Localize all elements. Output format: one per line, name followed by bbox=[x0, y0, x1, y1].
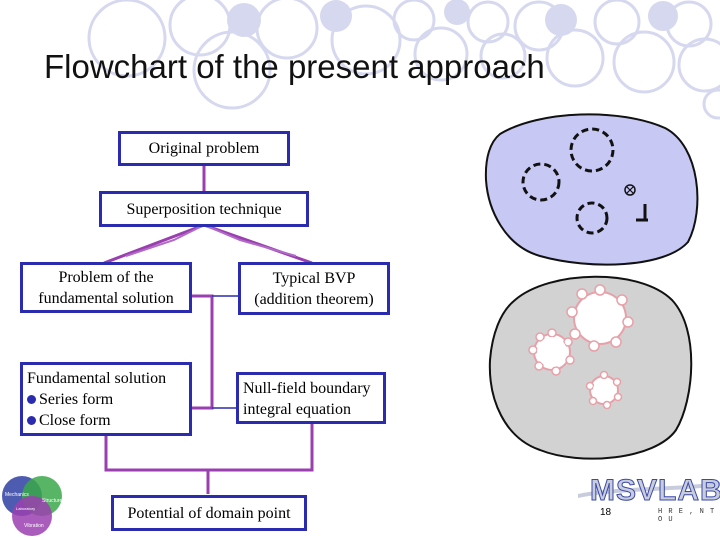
page-number: 18 bbox=[600, 507, 612, 518]
hole-left bbox=[521, 162, 561, 202]
hole-small bbox=[575, 201, 609, 235]
hole-large bbox=[569, 127, 615, 173]
gear-hole-small bbox=[585, 370, 623, 410]
original-problem-label: Original problem bbox=[148, 140, 260, 157]
venn-label-structure: Structure bbox=[42, 498, 63, 504]
null-field-box: Null-field boundary integral equation bbox=[236, 372, 386, 424]
domain-bottom-shape bbox=[488, 275, 693, 460]
venn-logo: Mechanics Structure Laboratory Vibration bbox=[2, 476, 63, 536]
fundamental-solution-box: Fundamental solution Series form Close f… bbox=[20, 362, 192, 436]
fundamental-solution-heading: Fundamental solution bbox=[27, 370, 167, 387]
venn-label-laboratory: Laboratory bbox=[16, 506, 35, 511]
domain-top-shape bbox=[484, 113, 699, 266]
fundamental-problem-box: Problem of the fundamental solution bbox=[20, 262, 192, 313]
null-field-line-1: Null-field boundary bbox=[243, 380, 371, 397]
venn-label-mechanics: Mechanics bbox=[5, 492, 29, 498]
slide-title: Flowchart of the present approach bbox=[44, 48, 545, 85]
bullet-icon bbox=[27, 395, 36, 404]
superposition-label: Superposition technique bbox=[126, 200, 282, 218]
fundamental-problem-line-2: fundamental solution bbox=[38, 289, 174, 307]
fundamental-problem-line-1: Problem of the bbox=[58, 268, 154, 286]
close-form-item: Close form bbox=[27, 410, 185, 431]
gear-hole-left bbox=[528, 328, 575, 376]
msvlab-logo-subtitle: H R E , N T O U bbox=[658, 508, 716, 524]
close-form-label: Close form bbox=[39, 412, 111, 429]
field-point-icon bbox=[636, 204, 648, 222]
typical-bvp-box: Typical BVP (addition theorem) bbox=[238, 262, 390, 315]
original-problem-box: Original problem bbox=[118, 131, 290, 166]
null-field-line-2: integral equation bbox=[243, 401, 351, 418]
superposition-box: Superposition technique bbox=[99, 191, 309, 227]
bullet-icon bbox=[27, 416, 36, 425]
msvlab-logo-swoosh bbox=[578, 482, 720, 498]
source-point-icon bbox=[624, 184, 636, 196]
typical-bvp-line-1: Typical BVP bbox=[272, 269, 356, 287]
gear-hole-large bbox=[566, 284, 634, 352]
series-form-item: Series form bbox=[27, 389, 185, 410]
msvlab-logo-text: MSVLAB bbox=[590, 474, 720, 508]
potential-box: Potential of domain point bbox=[111, 495, 307, 531]
series-form-label: Series form bbox=[39, 391, 114, 408]
potential-label: Potential of domain point bbox=[127, 504, 291, 522]
typical-bvp-line-2: (addition theorem) bbox=[254, 290, 374, 308]
decorative-circles bbox=[87, 0, 720, 120]
venn-label-vibration: Vibration bbox=[24, 523, 44, 529]
